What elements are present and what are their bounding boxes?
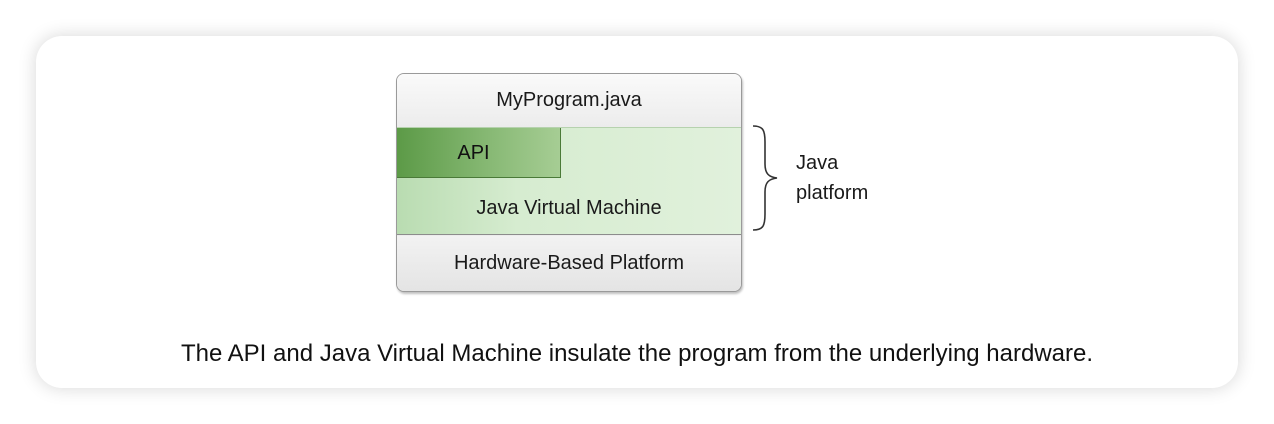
layer-hardware: Hardware-Based Platform xyxy=(397,236,741,291)
java-platform-label-line2: platform xyxy=(796,182,869,204)
layer-stack: MyProgram.java API Java Virtual Machine … xyxy=(396,73,742,292)
layer-jvm: API Java Virtual Machine xyxy=(397,127,741,235)
jvm-label: Java Virtual Machine xyxy=(476,197,662,219)
layer-myprogram: MyProgram.java xyxy=(397,74,741,127)
java-platform-label: Java platform xyxy=(796,148,868,208)
figure-caption: The API and Java Virtual Machine insulat… xyxy=(180,340,1094,367)
java-platform-label-line1: Java xyxy=(796,152,839,174)
curly-brace xyxy=(752,125,778,231)
java-platform-diagram: MyProgram.java API Java Virtual Machine … xyxy=(396,73,742,292)
layer-api: API xyxy=(397,128,561,178)
